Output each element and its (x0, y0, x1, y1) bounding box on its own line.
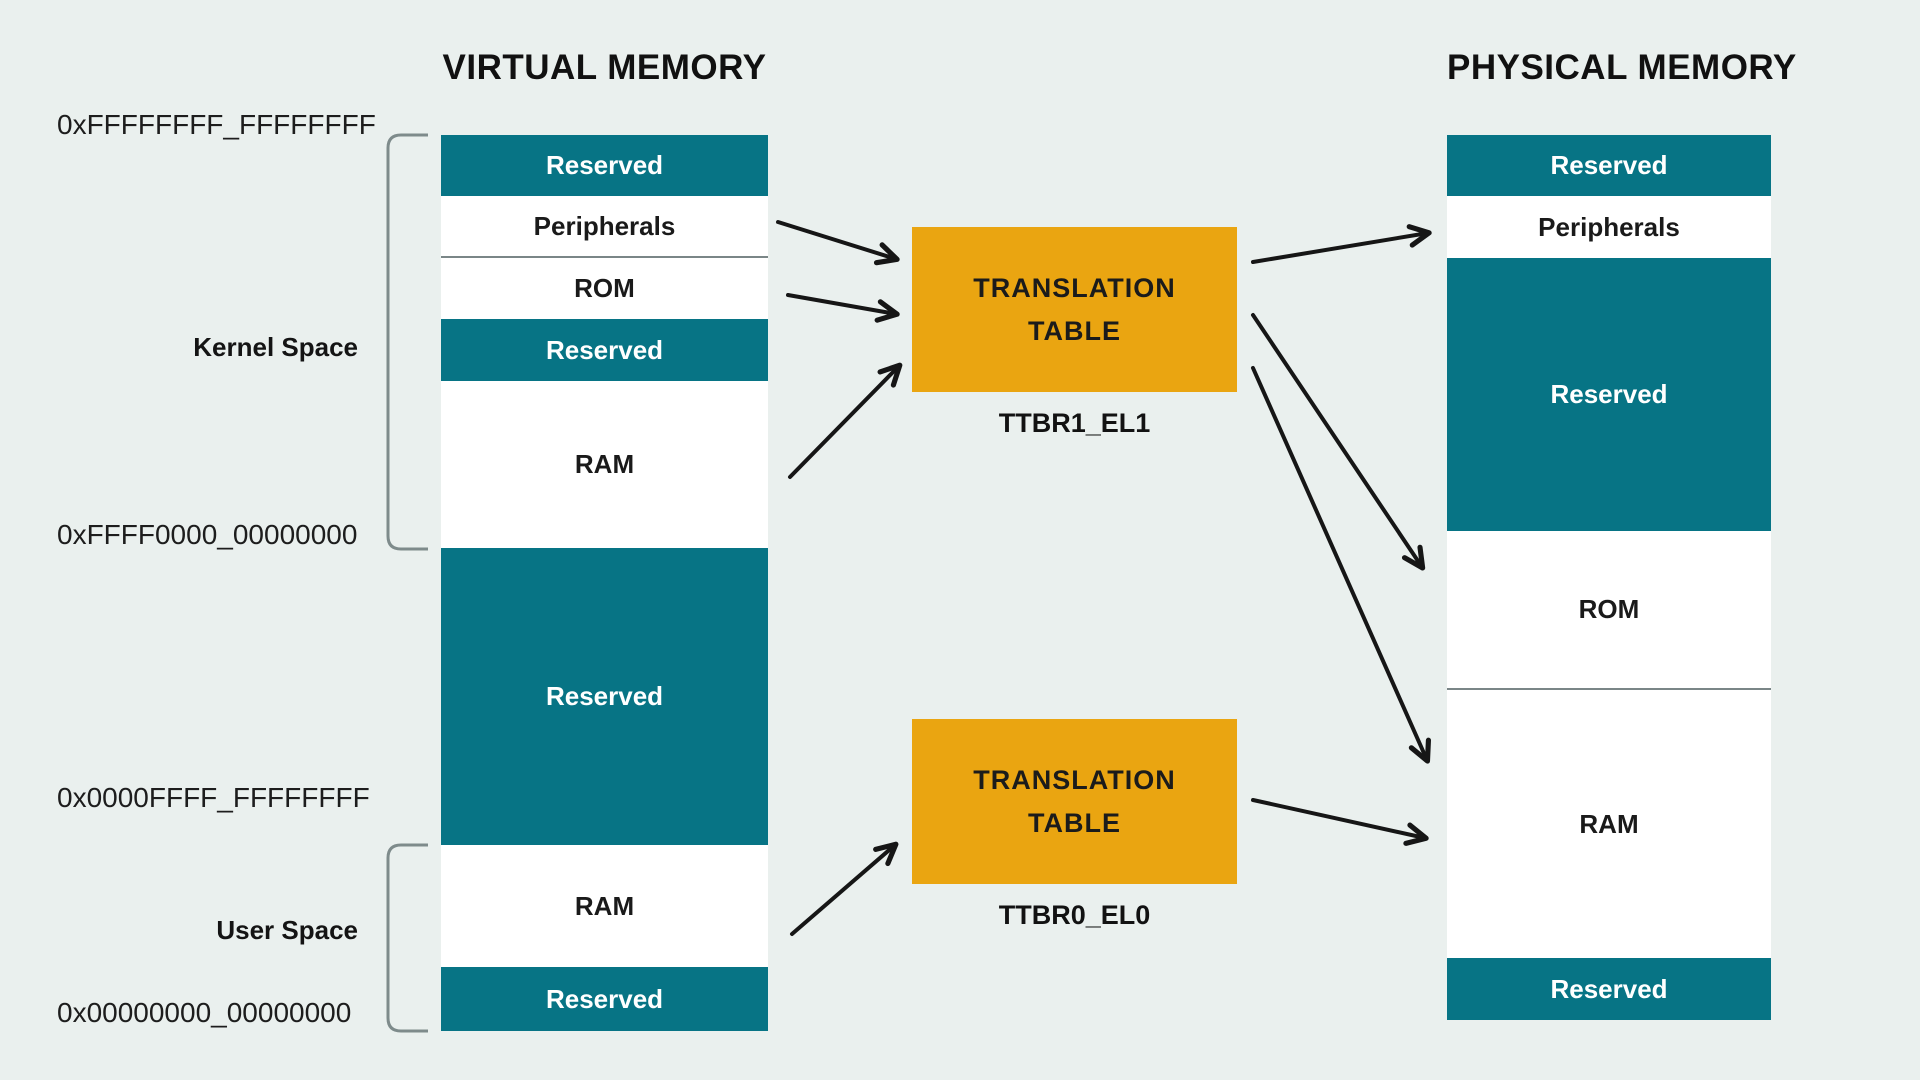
translation-table-ttbr1-line2: TABLE (1028, 315, 1121, 346)
address-label-bottom: 0x00000000_00000000 (57, 997, 352, 1028)
arrow-rom-to-ttbr1 (786, 293, 900, 323)
physical-segment-reserved-3: Reserved (1447, 958, 1771, 1020)
arrow-kernel-ram-to-ttbr1 (788, 362, 903, 479)
physical-segment-ram: RAM (1447, 690, 1771, 958)
arrow-ttbr1-to-peripherals (1251, 224, 1432, 264)
virtual-memory-title: VIRTUAL MEMORY (442, 48, 767, 87)
translation-table-ttbr0-line1: TRANSLATION (973, 764, 1176, 795)
virtual-segment-rom: ROM (441, 258, 768, 319)
virtual-memory-column: Reserved Peripherals ROM Reserved RAM Re… (441, 135, 768, 1031)
virtual-segment-reserved-4: Reserved (441, 967, 768, 1031)
virtual-segment-reserved-2: Reserved (441, 319, 768, 381)
physical-memory-column: Reserved Peripherals Reserved ROM RAM Re… (1447, 135, 1771, 1020)
user-space-bracket (386, 843, 428, 1033)
physical-segment-reserved-2: Reserved (1447, 258, 1771, 531)
arrow-peripherals-to-ttbr1 (776, 220, 900, 266)
virtual-segment-ram-user: RAM (441, 845, 768, 967)
address-label-kernel-base: 0xFFFF0000_00000000 (57, 519, 358, 550)
virtual-segment-reserved-3: Reserved (441, 548, 768, 845)
ttbr0-register-label: TTBR0_EL0 (998, 900, 1151, 930)
virtual-segment-reserved-1: Reserved (441, 135, 768, 196)
physical-memory-title: PHYSICAL MEMORY (1447, 48, 1797, 87)
translation-table-ttbr1: TRANSLATION TABLE (912, 227, 1237, 392)
physical-segment-peripherals: Peripherals (1447, 196, 1771, 258)
arrow-ttbr1-to-ram (1251, 366, 1431, 764)
user-space-label: User Space (216, 915, 358, 945)
kernel-space-bracket (386, 133, 428, 551)
address-label-top: 0xFFFFFFFF_FFFFFFFF (57, 109, 376, 140)
physical-segment-rom: ROM (1447, 531, 1771, 690)
arrow-user-ram-to-ttbr0 (790, 841, 899, 936)
physical-segment-reserved-1: Reserved (1447, 135, 1771, 196)
translation-table-ttbr0: TRANSLATION TABLE (912, 719, 1237, 884)
address-label-user-top: 0x0000FFFF_FFFFFFFF (57, 782, 370, 813)
arrow-ttbr1-to-rom (1251, 313, 1426, 571)
virtual-segment-peripherals: Peripherals (441, 196, 768, 258)
arrow-ttbr0-to-ram (1251, 798, 1429, 846)
kernel-space-label: Kernel Space (193, 332, 358, 362)
translation-table-ttbr1-line1: TRANSLATION (973, 272, 1176, 303)
translation-table-ttbr0-line2: TABLE (1028, 807, 1121, 838)
ttbr1-register-label: TTBR1_EL1 (998, 408, 1151, 438)
virtual-segment-ram-kernel: RAM (441, 381, 768, 548)
